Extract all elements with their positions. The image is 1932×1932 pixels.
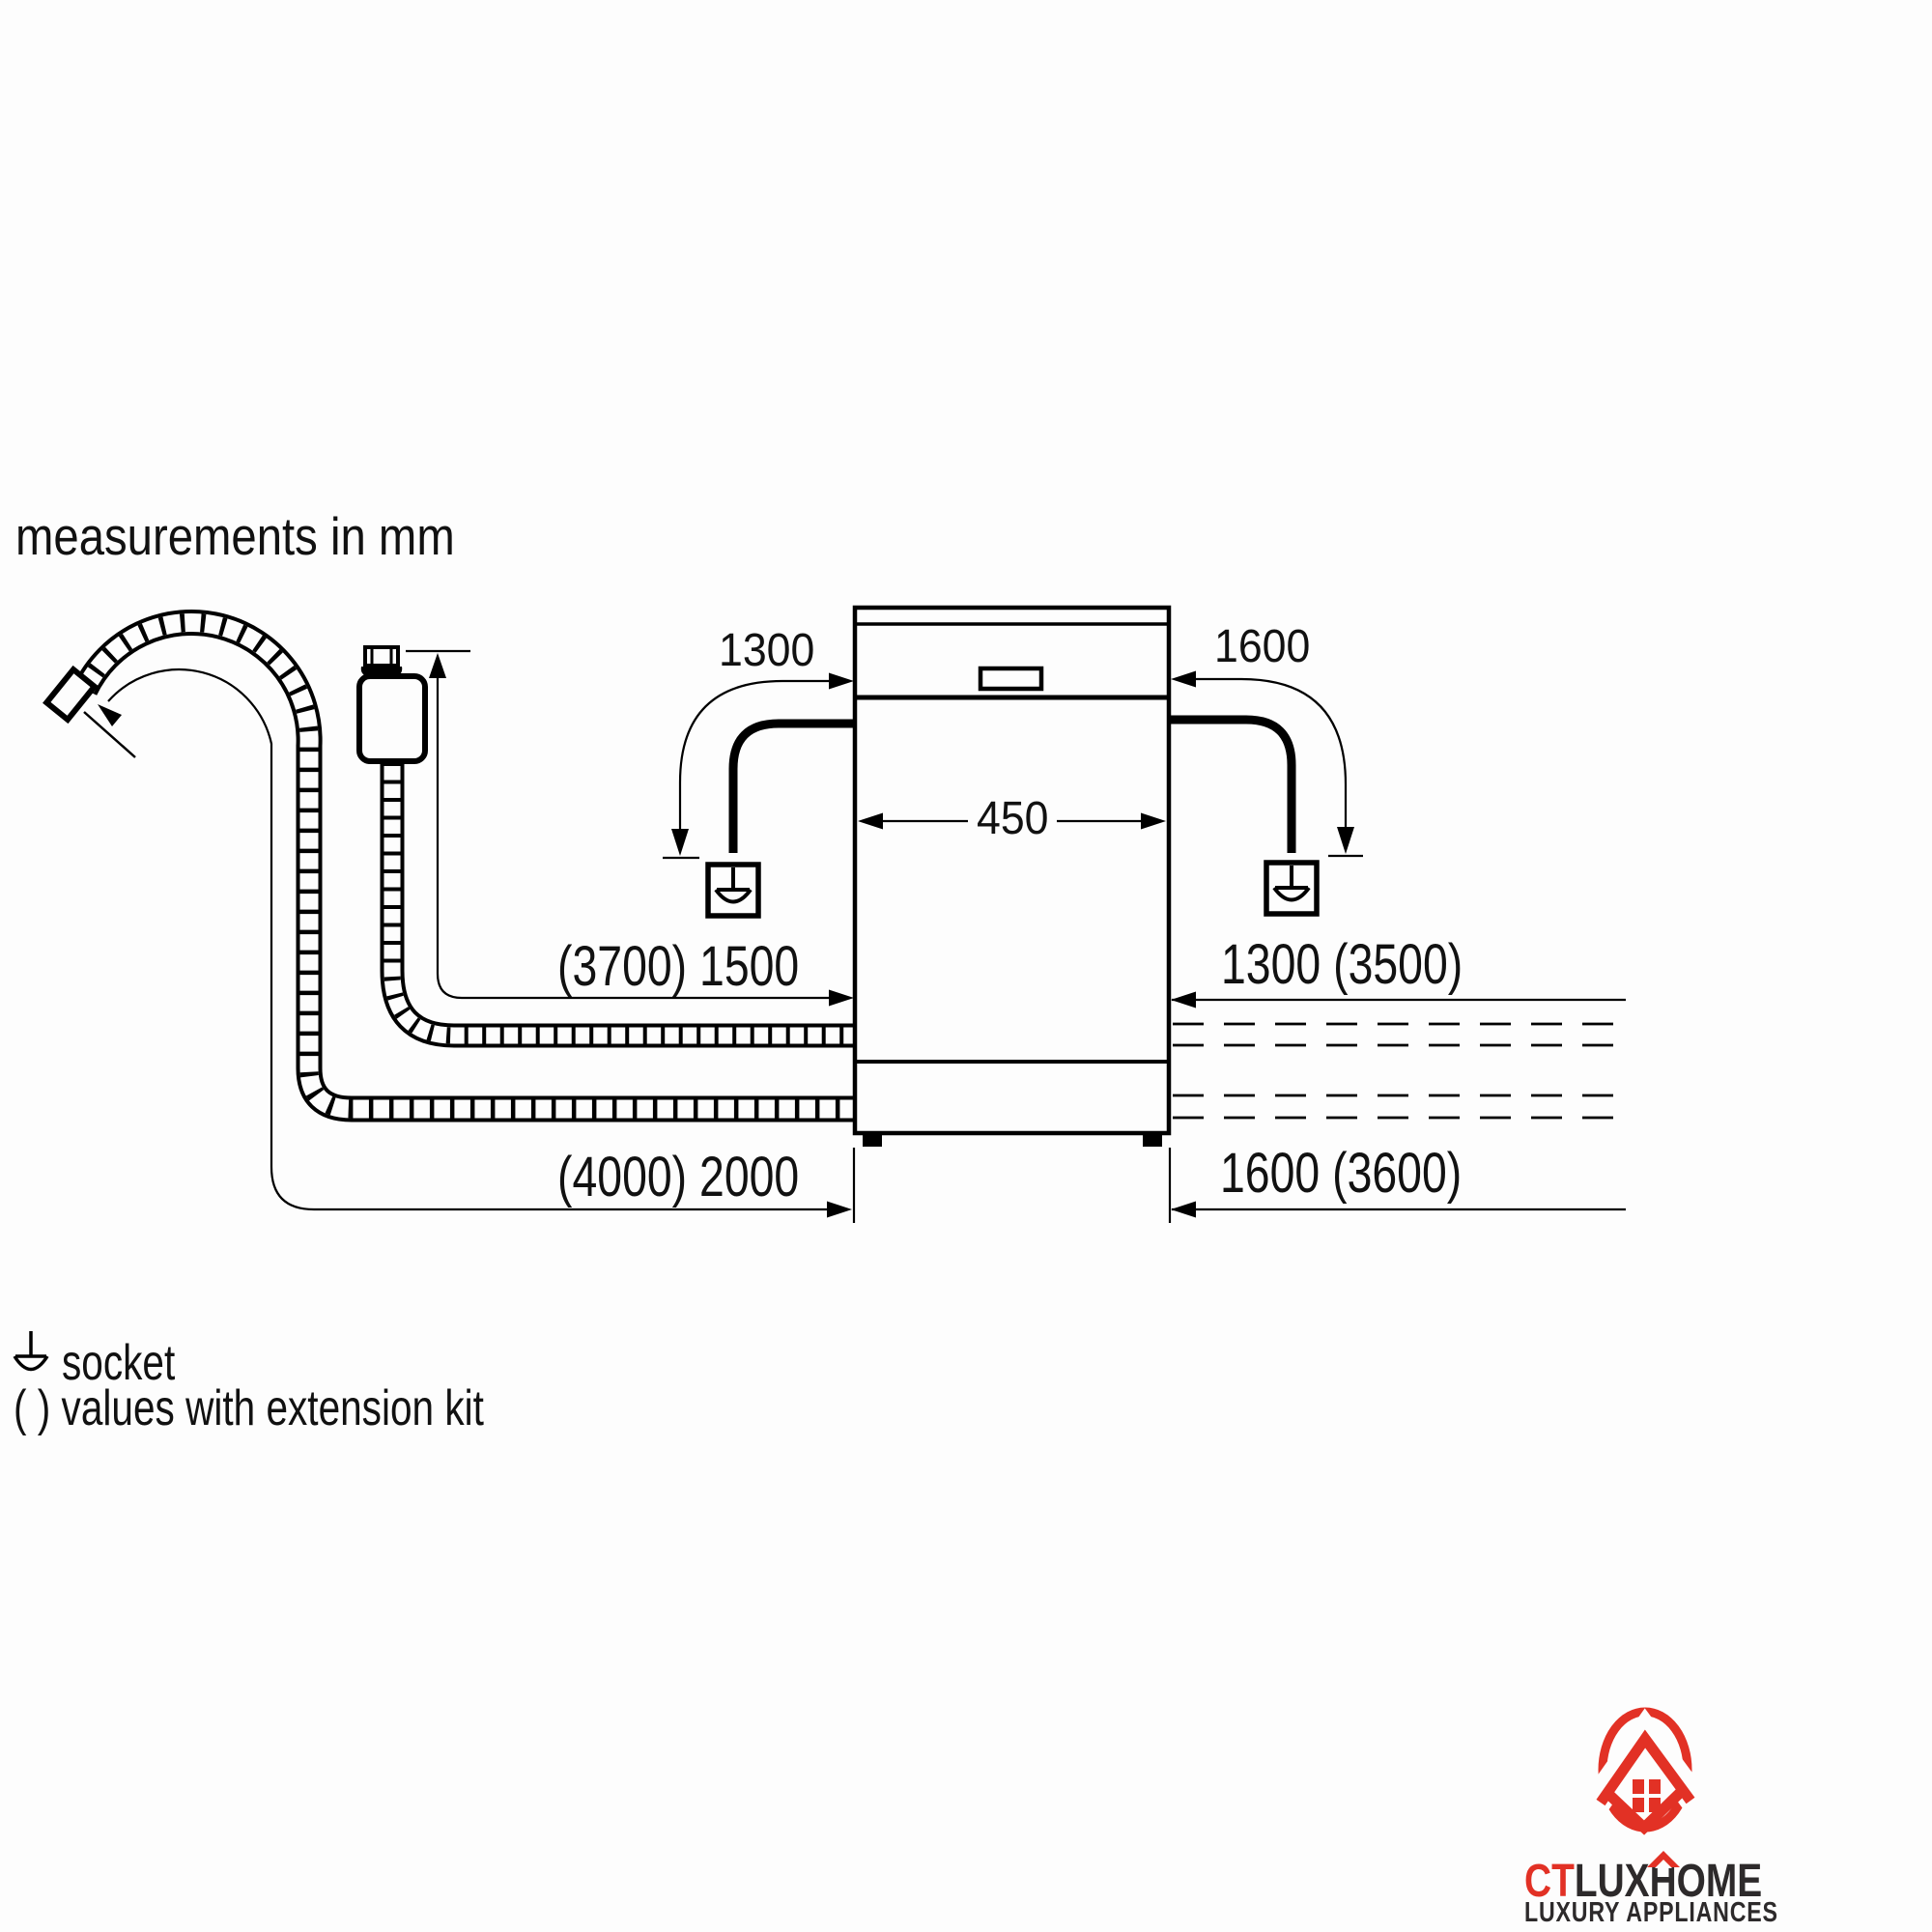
dim-1600-3600 (1171, 1201, 1626, 1218)
logo-wordmark: CTLUXHOME (1524, 1855, 1762, 1908)
power-cord-left (728, 719, 855, 853)
dishwasher-outline (852, 605, 1172, 1147)
dim-label-1600: 1600 (1214, 621, 1311, 672)
dim-450 (858, 812, 1166, 830)
logo-h-roof-notch (1655, 1860, 1672, 1868)
dim-1600-leader (1171, 670, 1363, 858)
socket-icon-left (705, 862, 761, 919)
legend-socket-icon (13, 1331, 49, 1372)
dim-3700-1500-leader (406, 649, 854, 1007)
dim-label-1300: 1300 (719, 625, 815, 676)
logo-brand-ct: CT (1524, 1856, 1575, 1907)
dashed-extension-hoses (1173, 1022, 1626, 1120)
logo-house-icon (1579, 1707, 1712, 1835)
legend-socket-label: socket (62, 1335, 176, 1391)
dim-4000-2000-leader (98, 668, 852, 1218)
dishwasher-foot-left (863, 1133, 882, 1147)
dim-label-3700-1500: (3700) 1500 (557, 935, 800, 998)
dim-1300-3500 (1171, 991, 1626, 1009)
dishwasher-foot-right (1143, 1133, 1162, 1147)
logo-tagline: LUXURY APPLIANCES (1524, 1897, 1778, 1928)
dim-label-450: 450 (977, 793, 1049, 844)
dim-label-1600-3600: 1600 (3600) (1220, 1142, 1463, 1205)
power-cord-right (1169, 715, 1296, 853)
control-panel-button (978, 666, 1044, 692)
dim-1300-leader (663, 672, 854, 860)
socket-icon-right (1264, 860, 1320, 917)
page-title: measurements in mm (15, 506, 455, 566)
drain-hose-icon (43, 610, 855, 1122)
dim-label-4000-2000: (4000) 2000 (557, 1146, 800, 1208)
water-supply-hose-icon (356, 645, 855, 1048)
extension-lines (852, 1148, 1172, 1223)
drain-hose-end-cap (43, 665, 99, 724)
dim-label-1300-3500: 1300 (3500) (1221, 933, 1463, 996)
legend-extension-label: ( ) values with extension kit (14, 1380, 484, 1436)
tap-connector-icon (356, 645, 428, 764)
logo-house-window (1633, 1779, 1661, 1812)
